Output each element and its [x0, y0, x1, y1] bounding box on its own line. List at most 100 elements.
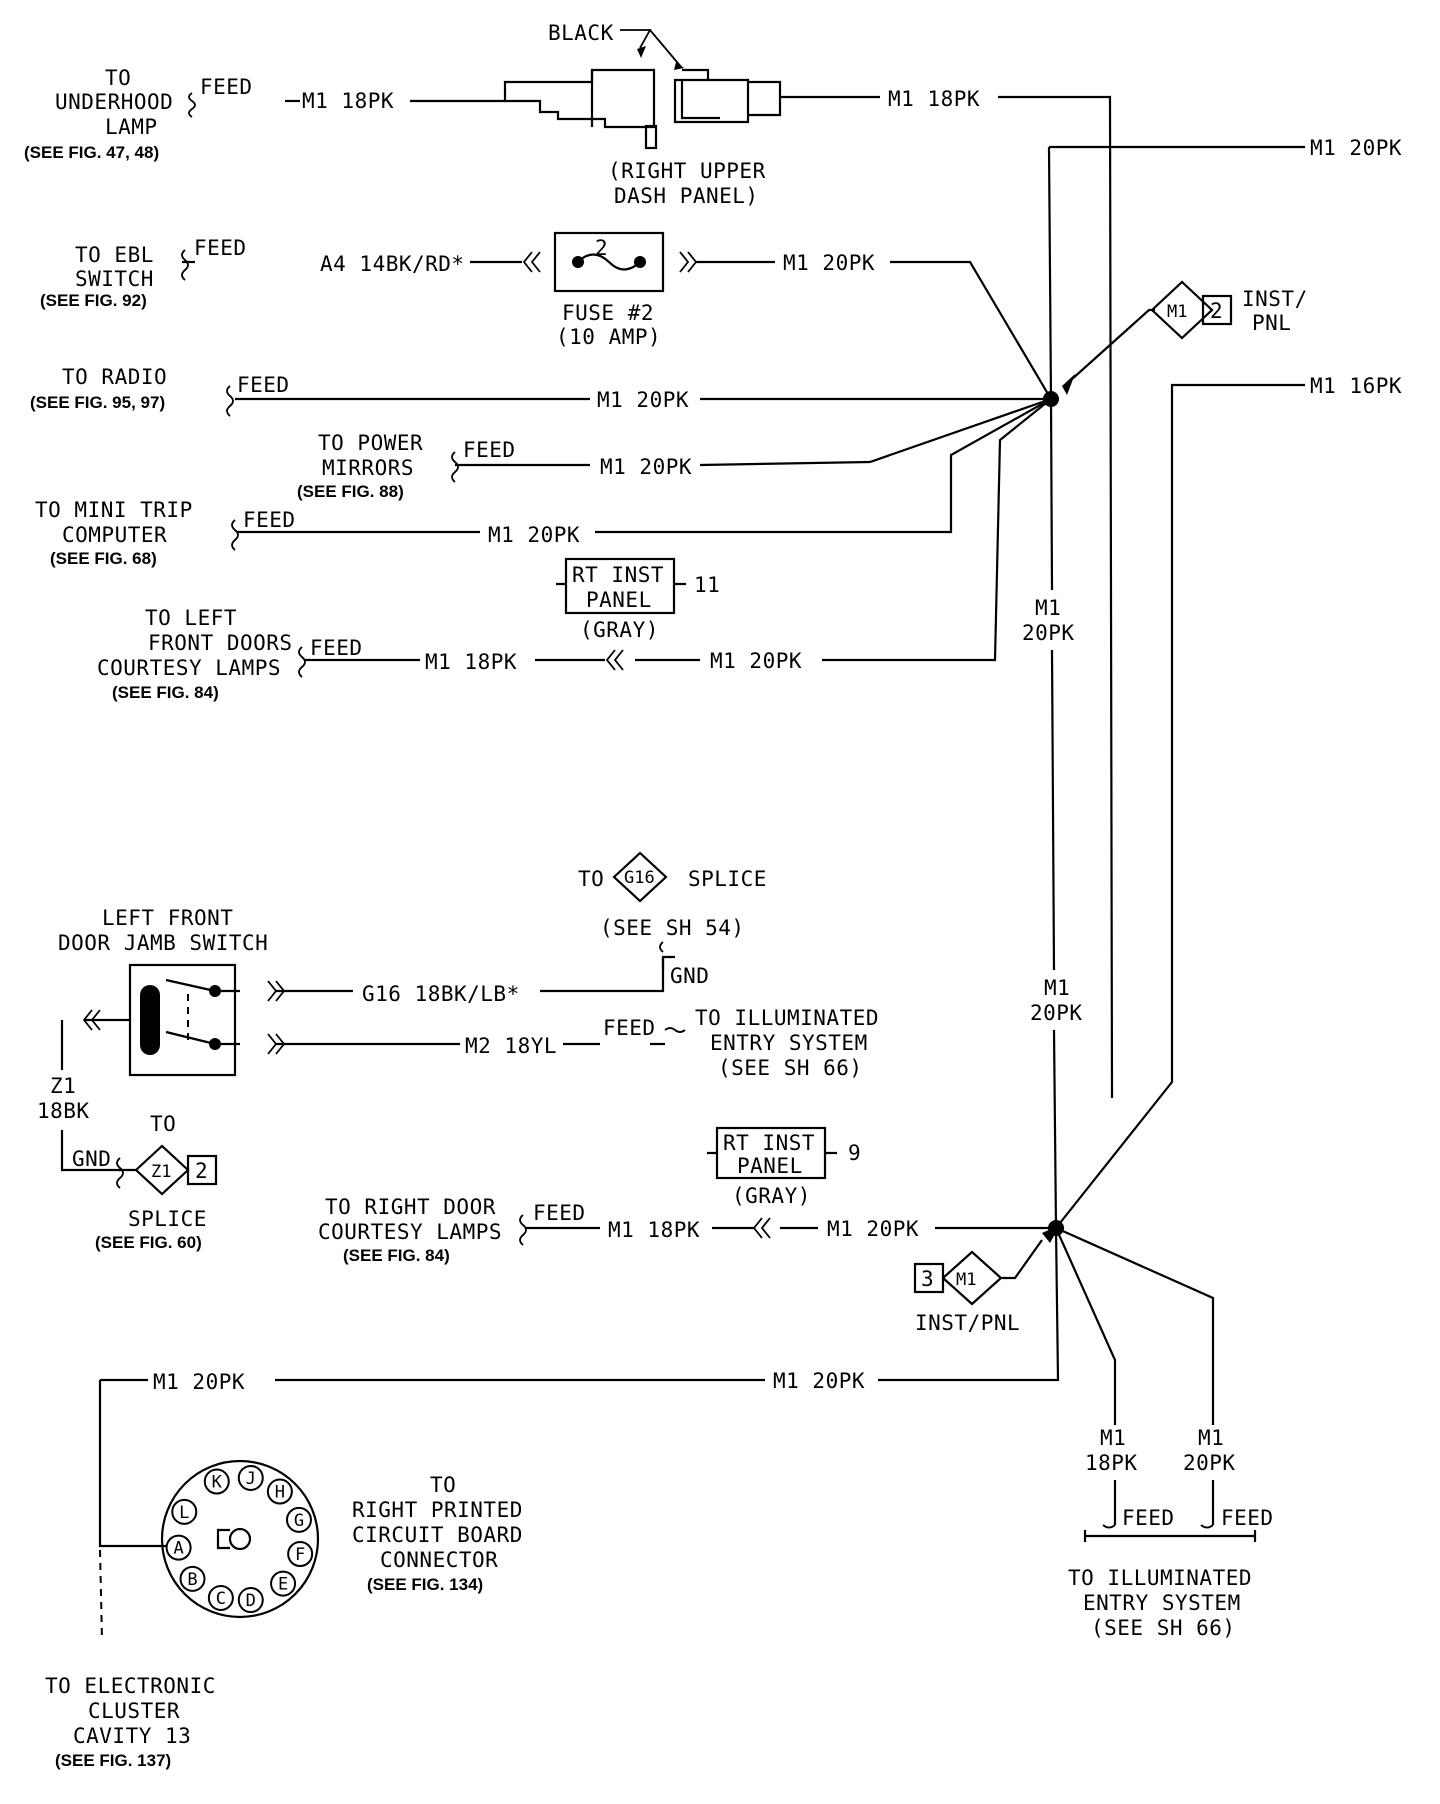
label-connector: CONNECTOR [380, 1548, 498, 1572]
wire-m1: M1 [1198, 1426, 1224, 1450]
wire-g16-18bk-lb: G16 18BK/LB* [362, 982, 520, 1006]
label-see-fig-137: (SEE FIG. 137) [55, 1751, 171, 1770]
label-circuit-board: CIRCUIT BOARD [352, 1523, 523, 1547]
connector-pin-label: G [294, 1511, 304, 1531]
connector-pin [203, 1468, 230, 1495]
label-see-fig-68: (SEE FIG. 68) [50, 549, 157, 568]
label-to-left: TO LEFT [145, 606, 237, 630]
label-to-illuminated: TO ILLUMINATED [695, 1006, 879, 1030]
connector-pin [179, 1565, 206, 1592]
arrow-icon [1042, 1225, 1060, 1243]
wire-m1-20pk: M1 20PK [597, 388, 689, 412]
label-inst: INST/ [1242, 287, 1308, 311]
wire-m1-18pk: M1 18PK [888, 87, 980, 111]
wire-m1: M1 [1100, 1426, 1126, 1450]
inst-pnl-diamond-2 [1150, 280, 1233, 340]
label-inst-pnl: INST/PNL [915, 1311, 1020, 1335]
inst-pnl-diamond-3 [913, 1250, 1003, 1306]
label-panel: PANEL [586, 588, 652, 612]
wire-m1-18pk: M1 18PK [608, 1218, 700, 1242]
fuse-2 [553, 231, 665, 293]
connector-chevrons [82, 251, 771, 1239]
diamond-z1-label: Z1 [151, 1162, 171, 1182]
label-pnl: PNL [1252, 311, 1291, 335]
label-to-mini-trip: TO MINI TRIP [35, 498, 193, 522]
wire-z1: Z1 [50, 1074, 76, 1098]
diamond-m1-label: M1 [956, 1270, 976, 1290]
connector-pin-label: D [246, 1591, 256, 1611]
dash-panel-connector [503, 29, 782, 150]
label-see-sh-54: (SEE SH 54) [600, 916, 745, 940]
wire-18pk: 18PK [1085, 1451, 1138, 1475]
label-right-printed: RIGHT PRINTED [352, 1498, 523, 1522]
label-see-fig-92: (SEE FIG. 92) [40, 291, 147, 310]
rt-inst-panel-11-box [556, 557, 686, 615]
wires [60, 95, 1305, 1641]
label-cluster: CLUSTER [88, 1699, 180, 1723]
label-splice: SPLICE [688, 867, 767, 891]
label-to: TO [430, 1473, 456, 1497]
label-gnd: GND [72, 1147, 111, 1171]
label-to-ebl: TO EBL [75, 243, 154, 267]
label-mirrors: MIRRORS [322, 456, 414, 480]
diamond-g16-label: G16 [624, 868, 655, 888]
label-splice: SPLICE [128, 1207, 207, 1231]
label-gnd: GND [670, 964, 709, 988]
connector-pin-label: J [246, 1469, 256, 1489]
label-rt-inst: RT INST [572, 563, 664, 587]
wire-m1-18pk: M1 18PK [425, 650, 517, 674]
connector-pin-label: H [275, 1483, 285, 1503]
label-feed: FEED [1221, 1506, 1274, 1530]
connector-pin [287, 1540, 314, 1567]
wire-m1-20pk: M1 20PK [1310, 136, 1402, 160]
wire-m1-16pk: M1 16PK [1310, 374, 1402, 398]
wire-20pk: 20PK [1183, 1451, 1236, 1475]
label-to-electronic: TO ELECTRONIC [45, 1674, 216, 1698]
diamond-m1-label: M1 [1167, 302, 1187, 322]
wire-m1: M1 [1035, 596, 1061, 620]
connector-pin [285, 1506, 312, 1533]
connector-pin-label: E [278, 1575, 288, 1595]
connector-pin [237, 1464, 264, 1491]
wire-18bk: 18BK [37, 1099, 90, 1123]
label-feed: FEED [243, 508, 296, 532]
label-right-upper: (RIGHT UPPER [608, 159, 766, 183]
label-to-power: TO POWER [318, 431, 423, 455]
label-see-fig-95-97: (SEE FIG. 95, 97) [30, 393, 165, 412]
label-entry-system: ENTRY SYSTEM [710, 1031, 868, 1055]
label-rt-inst: RT INST [723, 1131, 815, 1155]
arrow-icon [1062, 374, 1075, 395]
z1-splice-diamond [134, 1144, 218, 1196]
label-10-amp: (10 AMP) [556, 325, 661, 349]
label-switch: SWITCH [75, 267, 154, 291]
label-dash-panel: DASH PANEL) [614, 184, 759, 208]
connector-pin [171, 1498, 198, 1525]
label-underhood: UNDERHOOD [55, 90, 173, 114]
label-door-jamb-switch: DOOR JAMB SWITCH [58, 931, 268, 955]
label-feed: FEED [603, 1016, 656, 1040]
label-to: TO [150, 1112, 176, 1136]
label-fuse-2: FUSE #2 [562, 301, 654, 325]
connector-pin-label: K [212, 1473, 223, 1493]
wire-m1-20pk: M1 20PK [783, 251, 875, 275]
wire-m1-20pk: M1 20PK [488, 523, 580, 547]
label-see-fig-47-48: (SEE FIG. 47, 48) [24, 143, 159, 162]
label-courtesy-lamps: COURTESY LAMPS [318, 1220, 502, 1244]
wire-m2-18yl: M2 18YL [465, 1034, 557, 1058]
label-cavity-9: 9 [848, 1141, 861, 1165]
label-to-underhood: TO [105, 66, 131, 90]
label-see-fig-88: (SEE FIG. 88) [297, 482, 404, 501]
label-feed: FEED [237, 373, 290, 397]
splice-dot-upper [1043, 391, 1059, 407]
label-computer: COMPUTER [62, 523, 167, 547]
label-gray: (GRAY) [580, 618, 659, 642]
connector-pin-label: A [173, 1539, 183, 1559]
label-lamp: LAMP [105, 115, 158, 139]
diamond-pin-3: 3 [921, 1267, 934, 1291]
connector-pin-label: L [179, 1503, 189, 1523]
label-cavity-13: CAVITY 13 [73, 1724, 191, 1748]
wire-m1-20pk: M1 20PK [827, 1217, 919, 1241]
label-see-sh-66: (SEE SH 66) [718, 1056, 863, 1080]
label-see-fig-84: (SEE FIG. 84) [112, 683, 219, 702]
